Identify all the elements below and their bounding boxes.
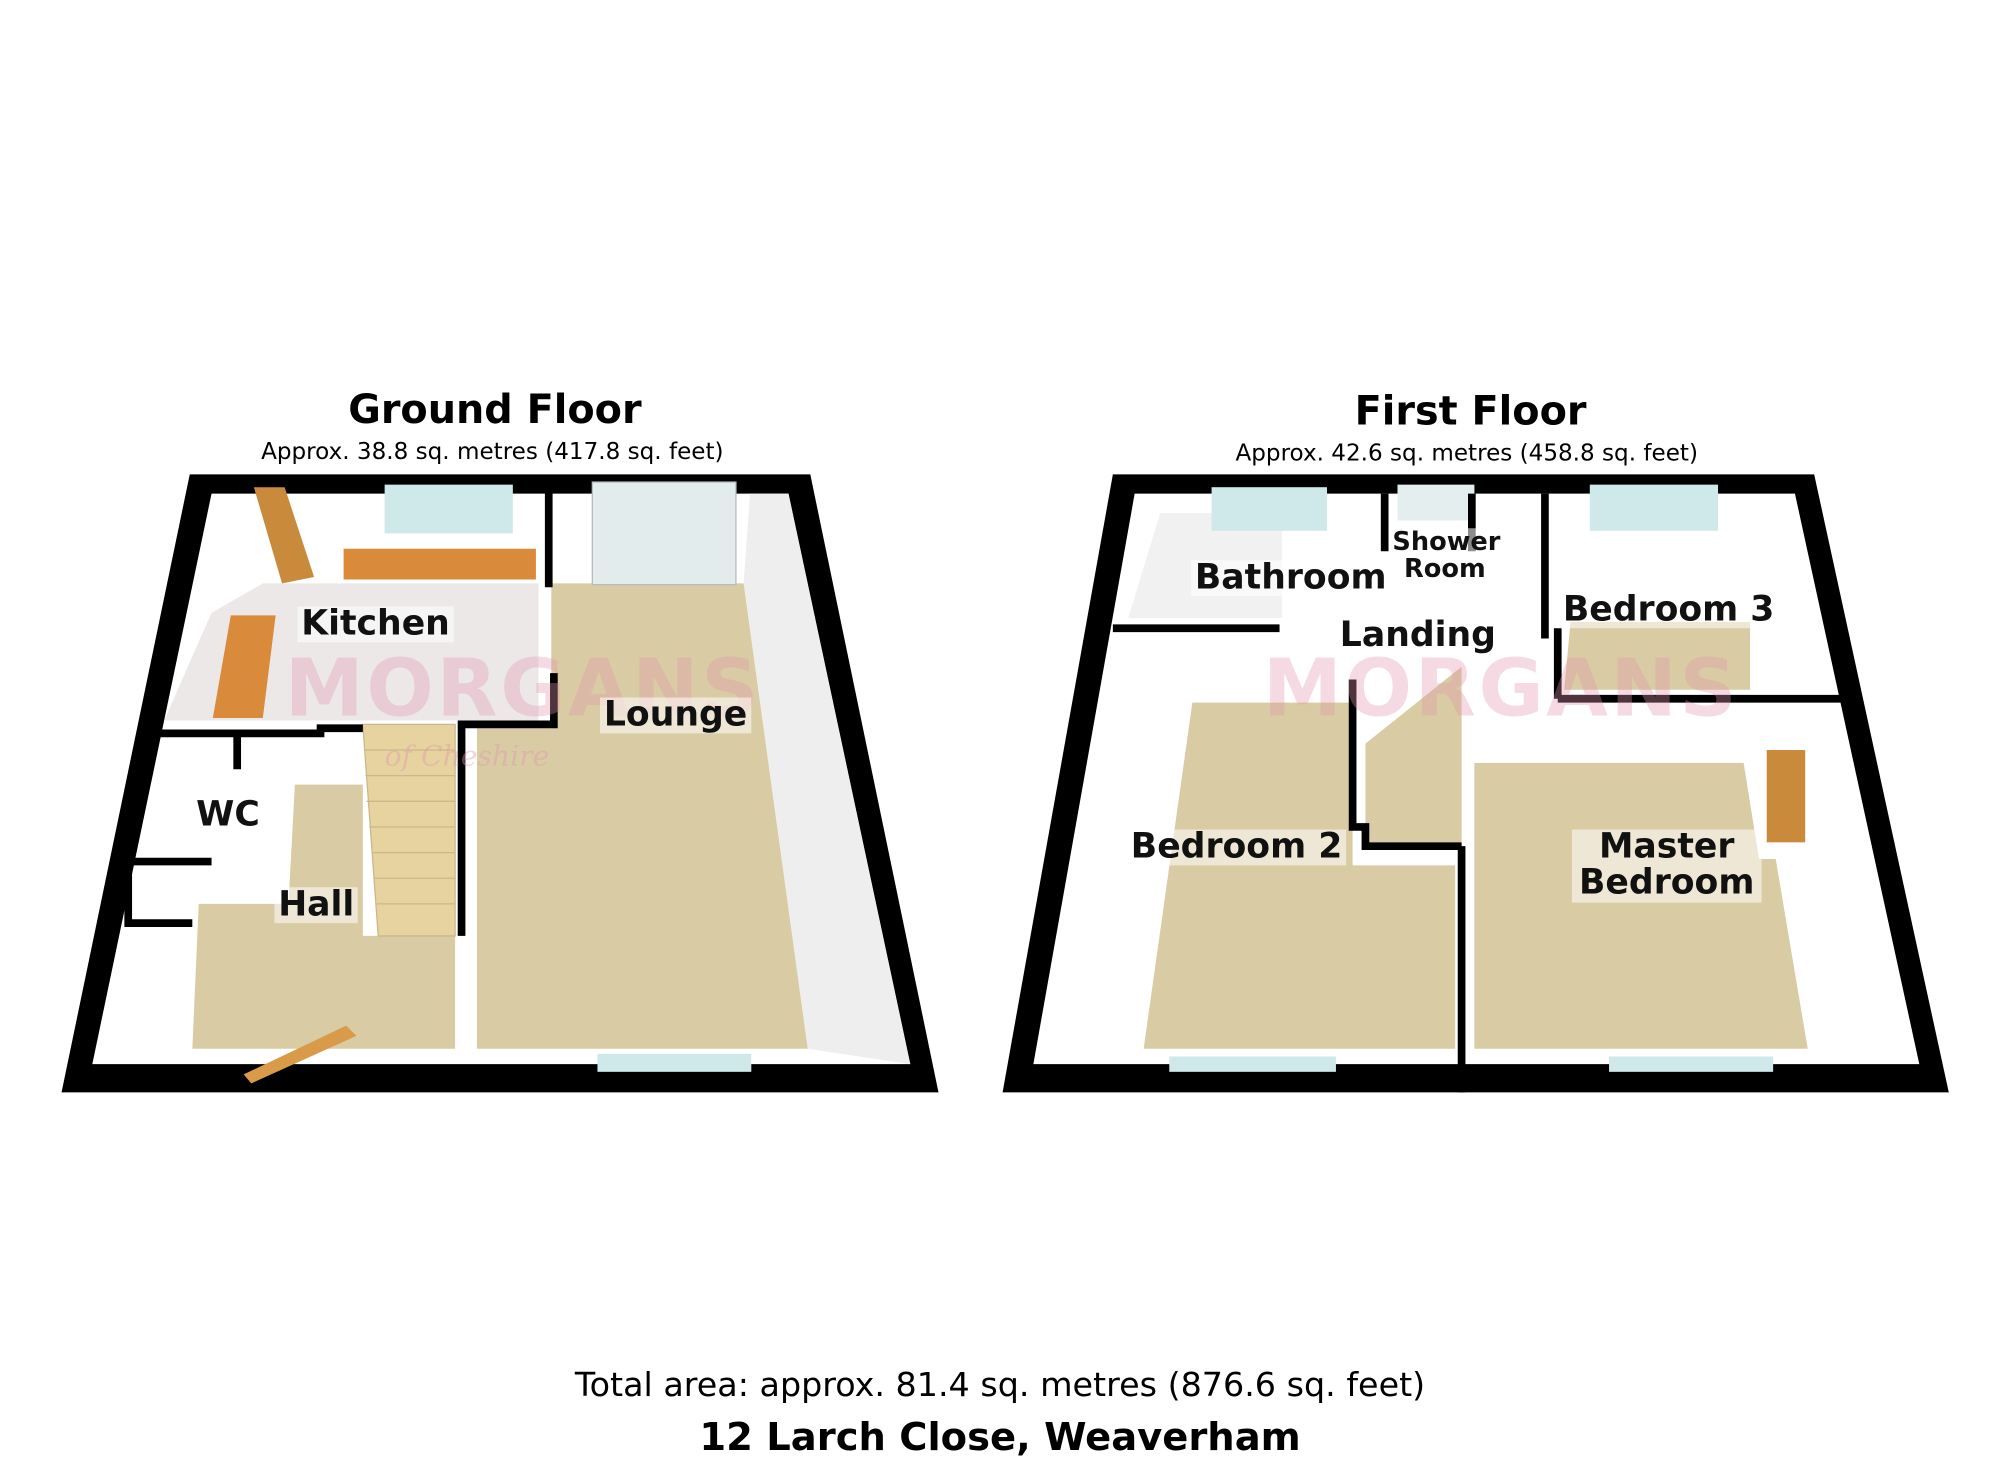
ground-wall-shade <box>743 493 911 1065</box>
kitchen-worktop-back <box>343 548 536 580</box>
patio-door <box>591 481 737 586</box>
front-window <box>597 1053 752 1072</box>
kitchen-window <box>384 484 513 534</box>
room-label-lounge: Lounge <box>600 696 752 734</box>
fireplace <box>1766 750 1806 843</box>
bathroom-window <box>1211 487 1327 531</box>
room-label-landing: Landing <box>1335 617 1500 655</box>
room-label-wc: WC <box>192 796 264 834</box>
property-address: 12 Larch Close, Weaverham <box>699 1415 1301 1460</box>
ground-internal-walls <box>124 487 558 936</box>
first-floor-title: First Floor <box>1354 388 1587 435</box>
room-label-bedroom-3: Bedroom 3 <box>1559 591 1779 629</box>
first-floor-plan <box>1002 474 1949 1093</box>
watermark-tagline: of Cheshire <box>384 741 550 774</box>
ground-floor-area: Approx. 38.8 sq. metres (417.8 sq. feet) <box>261 438 724 466</box>
ground-floor-title: Ground Floor <box>348 387 642 434</box>
room-label-bedroom-2: Bedroom 2 <box>1126 828 1347 866</box>
bedroom3-window <box>1589 484 1719 531</box>
bedroom2-floor <box>1143 702 1456 1049</box>
watermark-logo-first: MORGANS <box>1262 641 1740 735</box>
back-door <box>253 487 315 584</box>
first-floor-area: Approx. 42.6 sq. metres (458.8 sq. feet) <box>1235 439 1698 467</box>
kitchen-worktop-side <box>212 615 276 718</box>
room-label-shower-room: Shower Room <box>1388 528 1502 583</box>
front-door <box>243 1025 357 1084</box>
room-label-bathroom: Bathroom <box>1191 559 1391 597</box>
total-area: Total area: approx. 81.4 sq. metres (876… <box>574 1366 1426 1406</box>
stair-treads <box>364 749 456 905</box>
room-label-master-bedroom: Master Bedroom <box>1571 829 1762 903</box>
room-label-kitchen: Kitchen <box>297 605 454 643</box>
bedroom3-floor <box>1564 621 1751 690</box>
master-window <box>1609 1056 1774 1072</box>
landing-floor <box>1365 666 1462 847</box>
bedroom2-window <box>1169 1056 1336 1072</box>
shower-window <box>1397 484 1475 521</box>
first-internal-walls <box>1112 493 1844 1093</box>
stairs <box>362 723 456 937</box>
ground-floor-plan <box>61 474 939 1093</box>
room-label-hall: Hall <box>274 886 359 924</box>
